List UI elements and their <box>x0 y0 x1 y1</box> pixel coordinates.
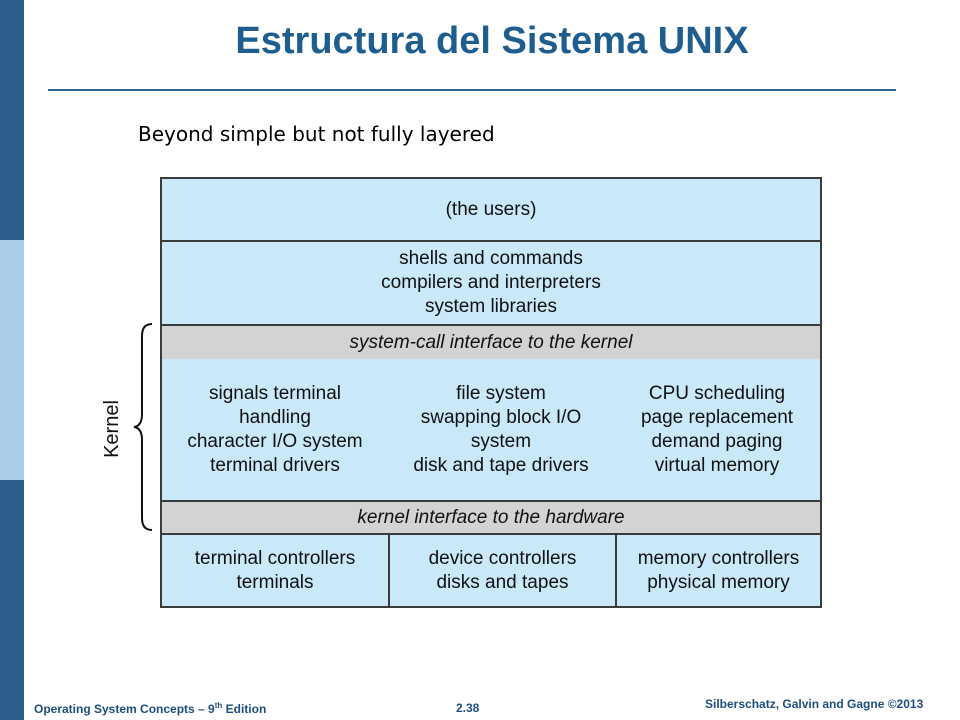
shells-layer-label: shells and commands compilers and interp… <box>381 248 601 317</box>
footer-book-title: Operating System Concepts – 9th Edition <box>34 701 266 716</box>
footer-page-number: 2.38 <box>456 701 480 715</box>
slide-sidebar <box>0 0 24 720</box>
slide-title: Estructura del Sistema UNIX <box>235 20 749 62</box>
kernel-brace-icon <box>133 323 153 531</box>
kernel-column-memory: CPU scheduling page replacement demand p… <box>640 382 794 476</box>
footer-authors: Silberschatz, Galvin and Gagne ©2013 <box>705 697 924 711</box>
footer-book-suffix: Edition <box>222 702 267 716</box>
users-layer-label: (the users) <box>445 198 537 220</box>
shells-layer: shells and commands compilers and interp… <box>162 240 820 324</box>
sidebar-segment-top <box>0 0 24 240</box>
hardware-interface-label: kernel interface to the hardware <box>357 506 625 528</box>
title-underline <box>48 89 896 91</box>
slide-subtitle: Beyond simple but not fully layered <box>138 122 495 146</box>
hardware-column-device: device controllers disks and tapes <box>388 535 615 606</box>
sidebar-segment-bottom <box>0 480 24 720</box>
unix-structure-diagram: (the users) shells and commands compiler… <box>160 177 822 608</box>
hardware-column-memory: memory controllers physical memory <box>615 535 820 606</box>
footer-book-prefix: Operating System Concepts – 9 <box>34 702 215 716</box>
syscall-interface-layer: system-call interface to the kernel <box>162 324 820 359</box>
users-layer: (the users) <box>162 179 820 240</box>
hardware-interface-layer: kernel interface to the hardware <box>162 500 820 533</box>
kernel-column-terminal: signals terminal handling character I/O … <box>187 382 363 476</box>
kernel-layer: signals terminal handling character I/O … <box>162 359 820 500</box>
syscall-interface-label: system-call interface to the kernel <box>349 331 633 353</box>
kernel-label: Kernel <box>101 400 123 458</box>
hardware-layer: terminal controllers terminals device co… <box>162 533 820 606</box>
sidebar-segment-middle <box>0 240 24 480</box>
footer-book-sup: th <box>214 701 223 710</box>
hardware-column-terminal: terminal controllers terminals <box>194 547 356 593</box>
kernel-column-filesystem: file system swapping block I/O system di… <box>413 382 589 476</box>
